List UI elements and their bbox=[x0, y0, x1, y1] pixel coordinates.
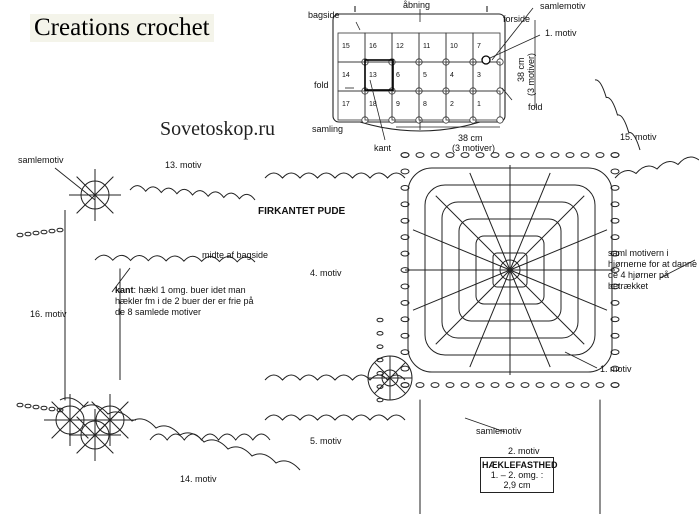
schematic-cell-number: 3 bbox=[477, 72, 481, 79]
label-forside: forside bbox=[503, 14, 531, 24]
label-motiv-2: 2. motiv bbox=[508, 446, 540, 456]
schematic-cell-number: 11 bbox=[423, 43, 431, 50]
schematic-cell-number: 16 bbox=[369, 43, 377, 50]
label-samlemotiv: samlemotiv bbox=[18, 155, 64, 165]
label-motiv-16: 16. motiv bbox=[30, 309, 67, 319]
label-kant-schematic: kant bbox=[374, 143, 392, 153]
gauge-line-2: 2,9 cm bbox=[503, 480, 531, 490]
label-bagside: bagside bbox=[308, 10, 340, 20]
label-motiv-1: 1. motiv bbox=[600, 364, 632, 374]
lower-flap bbox=[359, 121, 481, 132]
label-motiv-4: 4. motiv bbox=[310, 268, 342, 278]
schematic-grid bbox=[337, 32, 504, 124]
label-motiv-1-top: 1. motiv bbox=[545, 28, 577, 38]
label-motiv-13: 13. motiv bbox=[165, 160, 202, 170]
schematic-cell-number: 14 bbox=[342, 72, 350, 79]
label-samling: samling bbox=[312, 124, 344, 134]
site-watermark: Sovetoskop.ru bbox=[160, 118, 275, 140]
label-abning: åbning bbox=[403, 0, 431, 10]
label-motiv-15: 15. motiv bbox=[620, 132, 657, 142]
label-width-motiver: (3 motiver) bbox=[452, 143, 496, 153]
gauge-line-1: 1. – 2. omg. : bbox=[490, 470, 544, 480]
schematic-cell-number: 4 bbox=[450, 72, 454, 79]
schematic-cell-number: 13 bbox=[369, 72, 377, 79]
kant-text: : hækl 1 omg. buer idet man hækler fm i … bbox=[115, 285, 254, 317]
schematic-cell-number: 9 bbox=[396, 101, 400, 108]
label-fold-left: fold bbox=[314, 80, 329, 90]
opening-marks bbox=[354, 6, 488, 12]
main-motif-chains bbox=[264, 79, 699, 514]
label-midte-bagside: midte af bagside bbox=[202, 250, 269, 260]
label-motiv-14: 14. motiv bbox=[180, 474, 217, 484]
gauge-heading: HÆKLEFASTHED bbox=[482, 460, 558, 470]
left-panel-chains bbox=[16, 169, 301, 471]
schematic-cell-number: 12 bbox=[396, 43, 404, 50]
saml-note: saml motivern i hjørnerne for at danne d… bbox=[608, 248, 698, 291]
label-height-motiver: (3 motiver) bbox=[526, 52, 536, 96]
schematic-cell-number: 8 bbox=[423, 101, 427, 108]
schematic-cell-number: 18 bbox=[369, 101, 377, 108]
diagram-leaders bbox=[54, 167, 696, 433]
schematic-cell-number: 10 bbox=[450, 43, 458, 50]
label-samlemotiv-top: samlemotiv bbox=[540, 1, 586, 11]
schematic-cell-number: 1 bbox=[477, 101, 481, 108]
schematic-cell-number: 5 bbox=[423, 72, 427, 79]
label-samlemotiv-bottom: samlemotiv bbox=[476, 426, 522, 436]
kant-instructions: kant: hækl 1 omg. buer idet man hækler f… bbox=[115, 285, 255, 318]
schematic-cell-number: 6 bbox=[396, 72, 400, 79]
leader-lines bbox=[345, 7, 541, 141]
label-motiv-5: 5. motiv bbox=[310, 436, 342, 446]
kant-label: kant bbox=[115, 285, 134, 295]
schematic-cell-number: 2 bbox=[450, 101, 454, 108]
diagram-title: FIRKANTET PUDE bbox=[258, 206, 346, 217]
label-width-cm: 38 cm bbox=[458, 133, 483, 143]
watermark-title: Creations crochet bbox=[30, 14, 214, 42]
kant-highlight bbox=[364, 59, 394, 91]
schematic-cell-number: 17 bbox=[342, 101, 350, 108]
schematic-cell-number: 15 bbox=[342, 43, 350, 50]
label-fold-right: fold bbox=[528, 102, 543, 112]
schematic-cell-number: 7 bbox=[477, 43, 481, 50]
gauge-box: HÆKLEFASTHED 1. – 2. omg. : 2,9 cm bbox=[480, 457, 558, 493]
